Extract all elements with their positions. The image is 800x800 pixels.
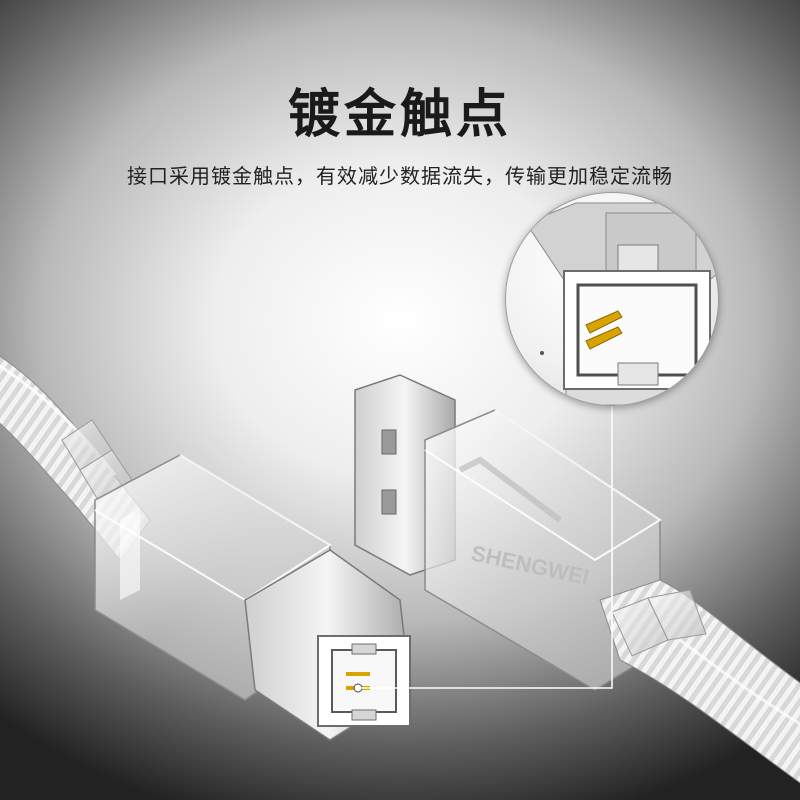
gold-contact-zoom-view <box>505 192 719 406</box>
zoom-gold-contact-top <box>585 310 623 334</box>
right-cable <box>599 579 800 784</box>
page-subtitle: 接口采用镀金触点，有效减少数据流失，传输更加稳定流畅 <box>127 164 673 188</box>
callout-line <box>358 404 613 689</box>
zoom-gold-contact-bottom <box>585 326 623 350</box>
usb-b-connector <box>94 454 411 741</box>
gold-contact-top <box>346 672 370 676</box>
page-title: 镀金触点 <box>287 85 512 145</box>
zoom-detail-illustration <box>525 202 718 405</box>
usb-a-connector: SHENGWEI <box>354 374 662 691</box>
